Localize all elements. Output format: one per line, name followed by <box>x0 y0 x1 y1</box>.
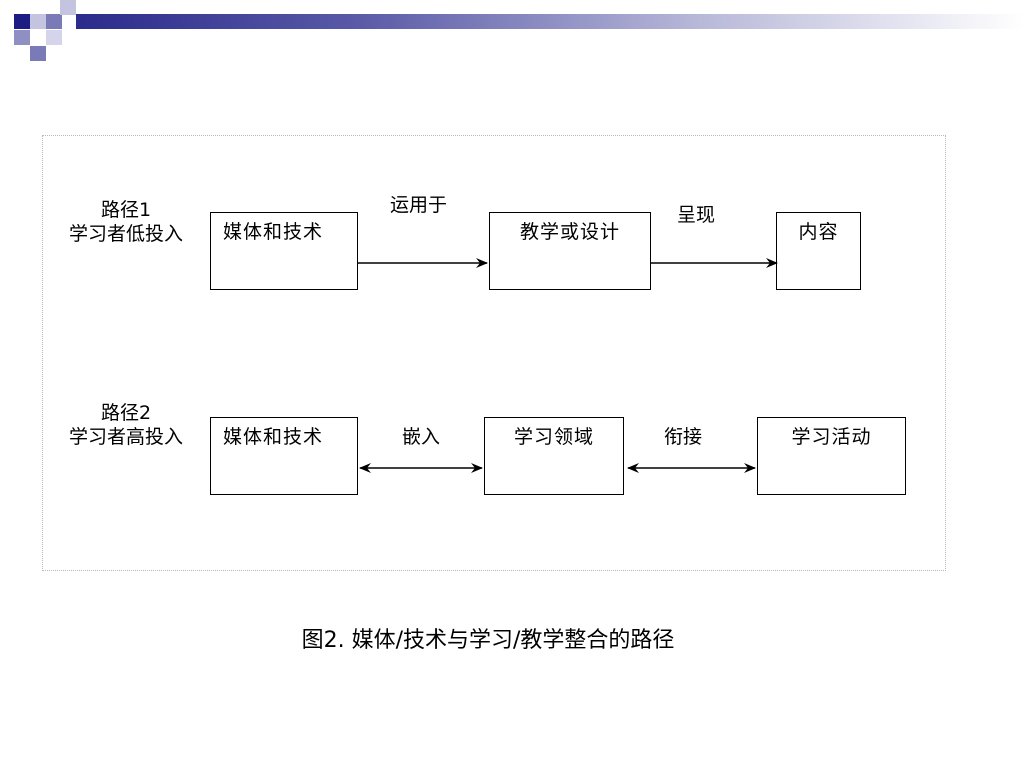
path1-edge-label-present: 呈现 <box>677 204 716 226</box>
path2-edge-label-embed: 嵌入 <box>402 426 441 448</box>
path2-node-domain: 学习领域 <box>484 417 624 495</box>
header-square-light <box>46 30 62 45</box>
header-square-dark <box>30 46 46 61</box>
path2-subtitle: 学习者高投入 <box>68 426 183 448</box>
path2-title: 路径2 <box>100 402 152 424</box>
path2-node-media: 媒体和技术 <box>210 417 358 495</box>
figure-caption: 图2. 媒体/技术与学习/教学整合的路径 <box>301 628 675 653</box>
path1-subtitle: 学习者低投入 <box>68 223 183 245</box>
path1-title: 路径1 <box>100 199 152 221</box>
header-square-mid <box>14 30 30 45</box>
path1-node-media: 媒体和技术 <box>210 212 358 290</box>
path2-node-activity: 学习活动 <box>757 417 906 495</box>
path2-edge-label-connect: 衔接 <box>664 426 703 448</box>
header-gradient-bar <box>76 14 1024 29</box>
path1-node-content: 内容 <box>776 212 861 290</box>
path2-label: 路径2 学习者高投入 <box>51 401 201 449</box>
header-square-light <box>60 0 76 15</box>
path1-label: 路径1 学习者低投入 <box>51 198 201 246</box>
header-square-mid <box>46 14 62 29</box>
header-square-dark <box>14 14 30 29</box>
path1-edge-label-apply: 运用于 <box>390 194 448 216</box>
diagram-frame <box>42 135 946 571</box>
header-square-light <box>30 14 46 29</box>
path1-node-teaching: 教学或设计 <box>489 212 651 290</box>
